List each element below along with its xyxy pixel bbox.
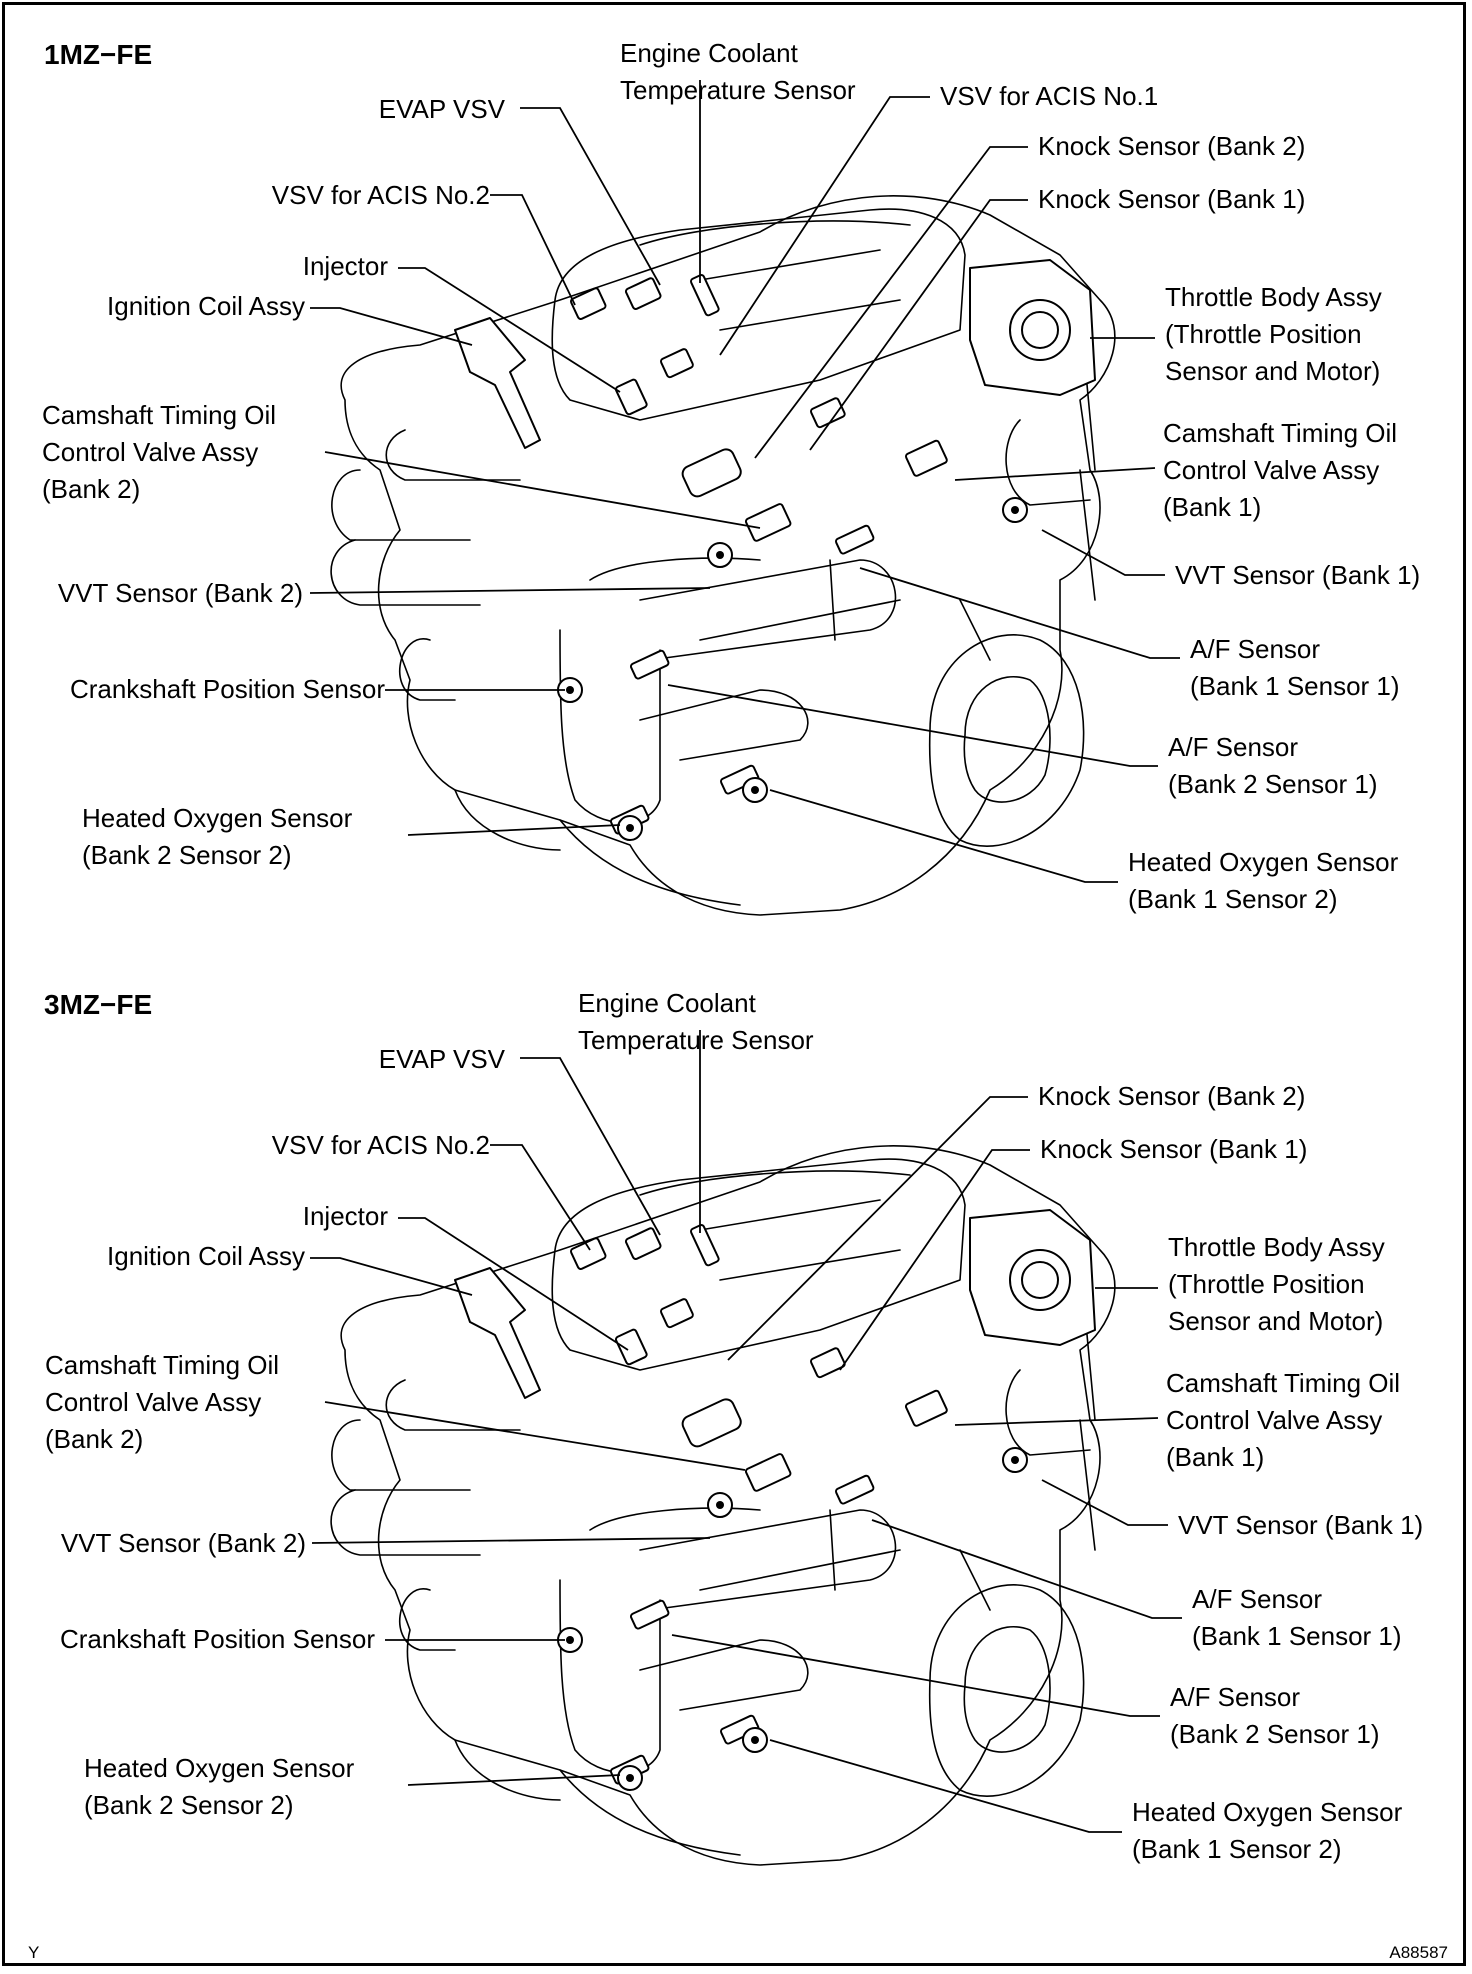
coil-label: Ignition Coil Assy	[107, 1241, 305, 1271]
ho2s2-leader-line	[407, 824, 621, 836]
ho2s1-leader-line	[769, 789, 1118, 883]
knock2-label: Knock Sensor (Bank 2)	[1038, 131, 1305, 161]
knock2-leader-line	[727, 1096, 1028, 1361]
evap-leader-line	[520, 1057, 661, 1236]
ocv2-leader-line	[324, 1401, 746, 1471]
af1-leader-line	[871, 1519, 1182, 1619]
crank-label: Crankshaft Position Sensor	[60, 1624, 375, 1654]
af2-label: A/F Sensor(Bank 2 Sensor 1)	[1168, 732, 1378, 799]
acis1-label: VSV for ACIS No.1	[940, 81, 1158, 111]
injector-leader-line	[398, 267, 621, 393]
acis2-leader-line	[490, 1144, 591, 1251]
acis1-leader-line	[719, 96, 930, 356]
vvt2-leader-line	[309, 587, 711, 594]
acis2-label: VSV for ACIS No.2	[272, 1130, 490, 1160]
ocv1-leader-line	[954, 1417, 1159, 1426]
crank-label: Crankshaft Position Sensor	[70, 674, 385, 704]
knock2-label: Knock Sensor (Bank 2)	[1038, 1081, 1305, 1111]
evap-leader-line	[520, 107, 661, 286]
evap-label: EVAP VSV	[379, 1044, 506, 1074]
af2-leader-line	[667, 684, 1158, 767]
vvt2-label: VVT Sensor (Bank 2)	[58, 578, 303, 608]
coil-label: Ignition Coil Assy	[107, 291, 305, 321]
knock1-leader-line	[809, 199, 1028, 451]
coil-leader-line	[310, 307, 473, 346]
af2-leader-line	[671, 1634, 1160, 1717]
knock1-label: Knock Sensor (Bank 1)	[1040, 1134, 1307, 1164]
injector-leader-line	[398, 1217, 629, 1351]
ho2s1-label: Heated Oxygen Sensor(Bank 1 Sensor 2)	[1128, 847, 1399, 914]
injector-label: Injector	[303, 1201, 389, 1231]
af1-label: A/F Sensor(Bank 1 Sensor 1)	[1192, 1584, 1402, 1651]
ocv2-leader-line	[324, 451, 761, 529]
ho2s2-label: Heated Oxygen Sensor(Bank 2 Sensor 2)	[82, 803, 353, 870]
engine-illustration	[330, 195, 1116, 916]
evap-label: EVAP VSV	[379, 94, 506, 124]
ho2s2-label: Heated Oxygen Sensor(Bank 2 Sensor 2)	[84, 1753, 355, 1820]
ho2s1-label: Heated Oxygen Sensor(Bank 1 Sensor 2)	[1132, 1797, 1403, 1864]
af1-leader-line	[859, 567, 1180, 659]
panel-title: 1MZ−FE	[44, 39, 152, 70]
af1-label: A/F Sensor(Bank 1 Sensor 1)	[1190, 634, 1400, 701]
injector-label: Injector	[303, 251, 389, 281]
vvt2-leader-line	[311, 1537, 711, 1544]
vvt1-label: VVT Sensor (Bank 1)	[1175, 560, 1420, 590]
vvt1-leader-line	[1041, 529, 1165, 576]
panel-title: 3MZ−FE	[44, 989, 152, 1020]
ho2s1-leader-line	[769, 1739, 1122, 1833]
corner-mark: Y	[28, 1943, 39, 1962]
ho2s2-leader-line	[407, 1774, 621, 1786]
knock1-leader-line	[839, 1149, 1030, 1371]
figure-id: A88587	[1389, 1943, 1448, 1962]
vvt1-leader-line	[1041, 1479, 1168, 1526]
coil-leader-line	[310, 1257, 473, 1296]
engine-illustration	[330, 1145, 1116, 1866]
vvt1-label: VVT Sensor (Bank 1)	[1178, 1510, 1423, 1540]
knock1-label: Knock Sensor (Bank 1)	[1038, 184, 1305, 214]
acis2-leader-line	[490, 194, 576, 306]
knock2-leader-line	[754, 146, 1028, 459]
vvt2-label: VVT Sensor (Bank 2)	[61, 1528, 306, 1558]
af2-label: A/F Sensor(Bank 2 Sensor 1)	[1170, 1682, 1380, 1749]
ocv1-leader-line	[954, 467, 1156, 481]
acis2-label: VSV for ACIS No.2	[272, 180, 490, 210]
